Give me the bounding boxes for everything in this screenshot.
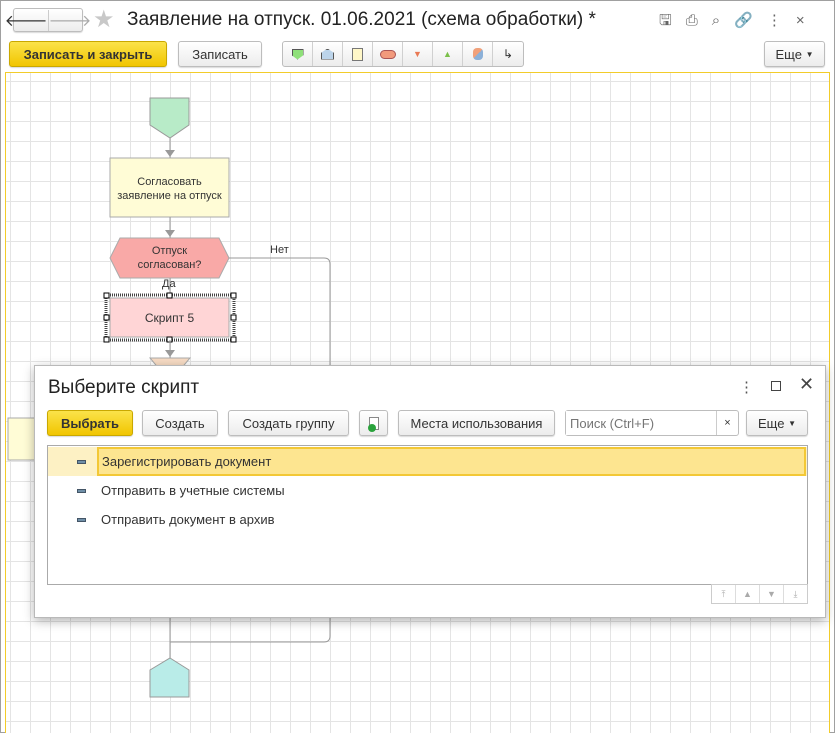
- no-label: Нет: [270, 244, 289, 256]
- preview-icon[interactable]: ⌕: [711, 12, 735, 29]
- list-navigation: ⤒ ▲ ▼ ⤓: [711, 584, 808, 604]
- last-icon[interactable]: ⤓: [793, 589, 798, 599]
- script-shape-icon[interactable]: [463, 42, 493, 66]
- script-5-shape[interactable]: [109, 297, 230, 338]
- list-item[interactable]: Отправить документ в архив: [48, 505, 807, 534]
- clear-search-icon[interactable]: ×: [716, 411, 738, 435]
- maximize-icon[interactable]: [771, 381, 781, 391]
- select-script-dialog: Выберите скрипт ⋮ ✕ Выбрать Создать Созд…: [34, 365, 826, 618]
- dialog-more-icon[interactable]: ⋮: [739, 379, 754, 396]
- approve-label: Согласовать заявление на отпуск: [117, 176, 222, 202]
- close-icon[interactable]: ×: [795, 12, 819, 29]
- more-button[interactable]: Еще ▼: [764, 41, 825, 67]
- list-item[interactable]: Отправить в учетные системы: [48, 476, 807, 505]
- create-button[interactable]: Создать: [142, 410, 218, 436]
- forward-button[interactable]: 🡒: [48, 12, 92, 30]
- script-list: Зарегистрировать документ Отправить в уч…: [47, 445, 808, 585]
- favorite-star-icon[interactable]: ★: [93, 6, 115, 33]
- script-item-icon: [77, 488, 86, 493]
- script-item-icon: [77, 459, 86, 464]
- more-label: Еще: [775, 46, 802, 62]
- more-icon[interactable]: ⋮: [766, 12, 796, 29]
- first-icon[interactable]: ⤒: [712, 585, 736, 603]
- dialog-title: Выберите скрипт: [48, 377, 200, 398]
- window-title: Заявление на отпуск. 01.06.2021 (схема о…: [127, 9, 596, 30]
- dialog-close-icon[interactable]: ✕: [799, 374, 815, 394]
- search-field: ×: [565, 410, 739, 436]
- connector-icon[interactable]: ↳: [502, 47, 514, 61]
- list-item-label: Отправить документ в архив: [101, 512, 275, 527]
- print-icon[interactable]: ⎙: [685, 12, 712, 29]
- split-shape-icon[interactable]: ▼: [403, 42, 433, 66]
- up-icon[interactable]: ▲: [736, 585, 760, 603]
- copy-button[interactable]: [359, 410, 388, 436]
- decision-label: Отпуск согласован?: [137, 245, 202, 271]
- down-icon[interactable]: ▼: [760, 585, 784, 603]
- merge-shape-icon[interactable]: ▲: [433, 42, 463, 66]
- save-icon[interactable]: 🖫: [659, 12, 686, 29]
- start-point[interactable]: [149, 97, 190, 139]
- decision-shape[interactable]: [109, 237, 230, 279]
- decision-shape-icon[interactable]: [373, 42, 403, 66]
- window-actions: 🖫⎙⌕🔗⋮×: [659, 10, 819, 35]
- dialog-more-label: Еще: [758, 415, 785, 431]
- save-button[interactable]: Записать: [178, 41, 262, 67]
- shape-toolbar: ▼ ▲ ↳: [282, 41, 524, 67]
- nav-buttons: 🡐 🡒: [5, 8, 91, 32]
- create-group-button[interactable]: Создать группу: [228, 410, 349, 436]
- list-item-label: Зарегистрировать документ: [97, 447, 806, 476]
- script-label: Скрипт 5: [144, 311, 195, 325]
- script-item-icon: [77, 517, 86, 522]
- link-icon[interactable]: 🔗: [734, 12, 767, 29]
- start-shape-icon[interactable]: [283, 42, 313, 66]
- select-button[interactable]: Выбрать: [47, 410, 133, 436]
- new-document-icon: [367, 416, 379, 432]
- dialog-more-button[interactable]: Еще ▼: [746, 410, 808, 436]
- back-button[interactable]: 🡐: [5, 9, 49, 31]
- list-item[interactable]: Зарегистрировать документ: [48, 447, 807, 476]
- end-shape-icon[interactable]: [313, 42, 343, 66]
- end-point[interactable]: [149, 657, 190, 698]
- usages-button[interactable]: Места использования: [398, 410, 555, 436]
- yes-label: Да: [162, 278, 176, 290]
- save-close-button[interactable]: Записать и закрыть: [9, 41, 167, 67]
- approve-activity[interactable]: [109, 157, 230, 218]
- activity-shape-icon[interactable]: [343, 42, 373, 66]
- search-input[interactable]: [566, 411, 716, 435]
- list-item-label: Отправить в учетные системы: [101, 483, 285, 498]
